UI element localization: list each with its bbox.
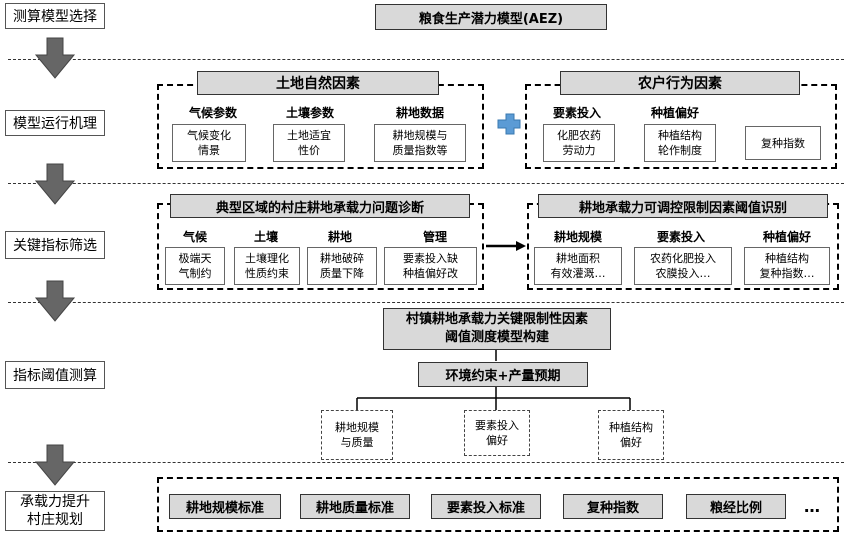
- stage-label-mechanism: 模型运行机理: [5, 110, 105, 136]
- stage-label-threshold: 指标阈值测算: [5, 361, 105, 389]
- standard-box: 耕地质量标准: [300, 494, 410, 519]
- env-constraint-box: 环境约束+产量预期: [418, 362, 588, 387]
- land-group-box: 气候变化 情景: [172, 124, 246, 162]
- separator: [8, 302, 844, 303]
- standard-box: 要素投入标准: [431, 494, 541, 519]
- land-factors-title: 土地自然因素: [197, 71, 439, 95]
- land-group-label: 气候参数: [188, 105, 237, 120]
- output-box-land: 耕地规模 与质量: [321, 410, 393, 460]
- standard-box: 耕地规模标准: [169, 494, 281, 519]
- land-group-box: 土地适宜 性价: [273, 124, 345, 162]
- standard-box: 粮经比例: [686, 494, 786, 519]
- threshold-group-label: 耕地规模: [553, 229, 602, 244]
- threshold-group-box: 耕地面积 有效灌溉…: [534, 247, 622, 285]
- model-build-box: 村镇耕地承载力关键限制性因素 阈值测度模型构建: [383, 308, 611, 350]
- farmer-group-label: 种植偏好: [650, 105, 699, 120]
- stage-label-model-selection: 测算模型选择: [5, 3, 105, 29]
- land-group-box: 耕地规模与 质量指数等: [374, 124, 466, 162]
- diagnosis-group-label: 管理: [422, 229, 447, 244]
- output-box-planting: 种植结构 偏好: [598, 410, 664, 460]
- diagnosis-group-label: 耕地: [327, 229, 352, 244]
- farmer-group-box: 复种指数: [745, 126, 821, 160]
- plus-icon: [497, 113, 521, 135]
- diagnosis-group-box: 土壤理化 性质约束: [234, 247, 300, 285]
- diagnosis-group-box: 要素投入缺 种植偏好改: [384, 247, 477, 285]
- land-group-label: 耕地数据: [395, 105, 444, 120]
- separator: [8, 462, 844, 463]
- down-arrow-icon: [34, 444, 76, 486]
- standards-frame: [157, 477, 839, 532]
- separator: [8, 59, 844, 60]
- farmer-group-box: 种植结构 轮作制度: [644, 124, 716, 162]
- output-box-input: 要素投入 偏好: [464, 410, 530, 456]
- separator: [8, 183, 844, 184]
- down-arrow-icon: [34, 280, 76, 322]
- threshold-group-box: 种植结构 复种指数…: [744, 247, 830, 285]
- stage-label-planning: 承载力提升 村庄规划: [5, 491, 105, 531]
- standards-ellipsis: …: [804, 497, 820, 516]
- aez-model-box: 粮食生产潜力模型(AEZ): [375, 4, 607, 30]
- threshold-group-box: 农药化肥投入 农膜投入…: [634, 247, 732, 285]
- diagnosis-title: 典型区域的村庄耕地承载力问题诊断: [170, 194, 470, 218]
- land-group-label: 土壤参数: [285, 105, 334, 120]
- threshold-group-label: 种植偏好: [762, 229, 811, 244]
- stage-label-indicator-screening: 关键指标筛选: [5, 231, 105, 259]
- down-arrow-icon: [34, 37, 76, 79]
- diagnosis-group-box: 极端天 气制约: [165, 247, 225, 285]
- down-arrow-icon: [34, 163, 76, 205]
- farmer-factors-title: 农户行为因素: [560, 71, 800, 95]
- diagnosis-group-box: 耕地破碎 质量下降: [307, 247, 377, 285]
- threshold-group-label: 要素投入: [656, 229, 705, 244]
- arrow-head-icon: [516, 241, 526, 251]
- standard-box: 复种指数: [563, 494, 663, 519]
- farmer-group-label: 要素投入: [552, 105, 601, 120]
- diagnosis-group-label: 土壤: [253, 229, 278, 244]
- diagnosis-group-label: 气候: [182, 229, 207, 244]
- threshold-id-title: 耕地承载力可调控限制因素阈值识别: [538, 194, 828, 218]
- farmer-group-box: 化肥农药 劳动力: [543, 124, 615, 162]
